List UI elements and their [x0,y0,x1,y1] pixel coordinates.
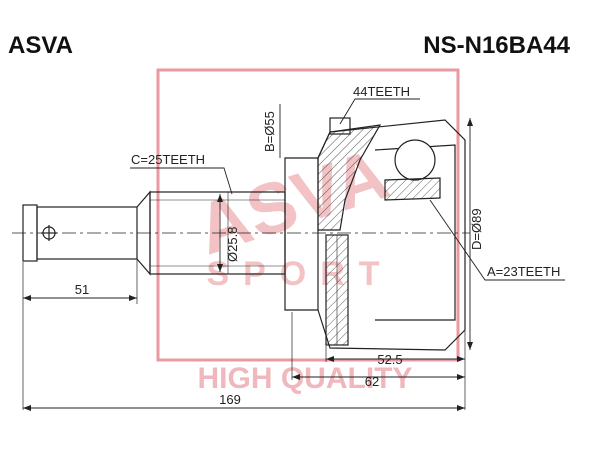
outer-diameter-label: D=Ø89 [469,208,484,250]
inner-teeth-label: A=23TEETH [487,264,560,279]
shaft-diameter-dim: Ø25.8 [217,194,240,272]
outer-teeth-callout: 44TEETH [339,84,420,125]
shaft [22,190,286,276]
overall-length-label: 169 [219,392,241,407]
watermark-frame [156,68,460,362]
shaft-length-dim: 51 [23,282,137,301]
outer-diameter-dim: D=Ø89 [467,118,484,350]
watermark: ASVA SPORT HIGH QUALITY [156,68,460,395]
body-length-dim: 52.5 [326,352,465,367]
body-length-total-label: 62 [365,374,379,389]
cage [384,177,441,201]
outer-race [284,117,466,351]
body-length-label: 52.5 [377,352,402,367]
shaft-teeth-label: C=25TEETH [131,152,205,167]
shaft-neck [36,206,138,260]
watermark-brand: ASVA [188,134,398,270]
overall-length-dim: 169 [23,392,465,411]
bell-diameter-dim: B=Ø55 [262,104,281,158]
hatched-section [317,124,382,231]
shaft-length-label: 51 [75,282,89,297]
brand-title: ASVA [8,32,73,59]
body-length-total-dim: 62 [292,374,465,389]
part-number: NS-N16BA44 [423,32,570,59]
bell-diameter-label: B=Ø55 [262,111,277,152]
outer-teeth-label: 44TEETH [353,84,410,99]
inner-teeth-callout: A=23TEETH [429,199,565,281]
watermark-quality: HIGH QUALITY [198,362,413,395]
shaft-teeth-callout: C=25TEETH [130,152,233,195]
shaft-diameter-label: Ø25.8 [225,227,240,262]
extension-lines [22,260,466,410]
ball [394,139,436,181]
thread-tip [329,117,351,135]
